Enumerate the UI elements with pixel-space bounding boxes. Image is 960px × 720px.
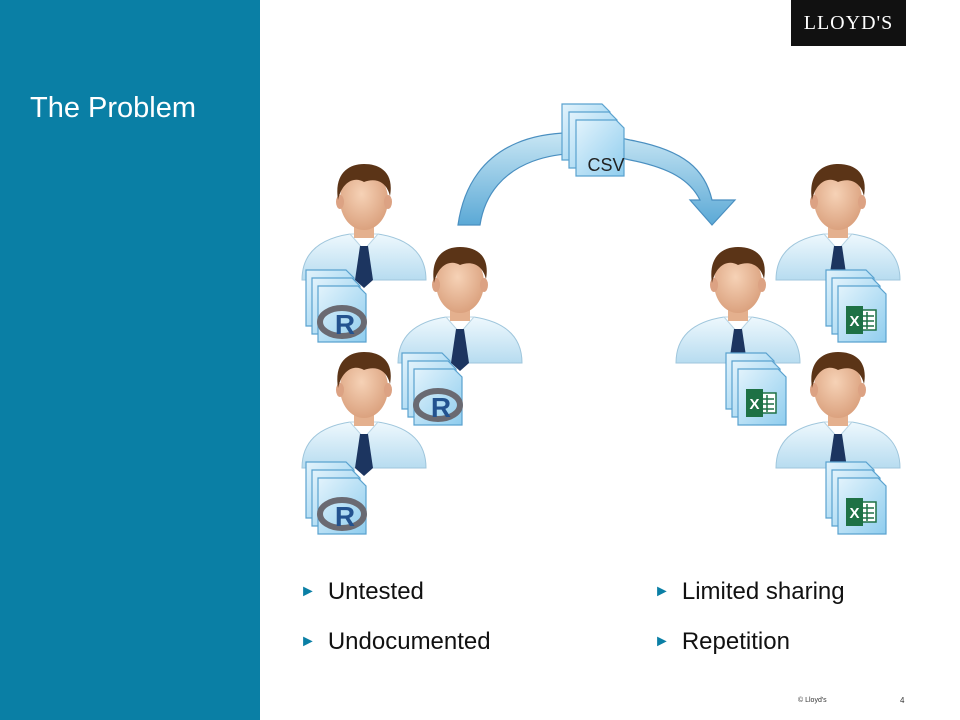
person-icon — [775, 351, 901, 477]
person-icon — [775, 163, 901, 289]
slide-title: The Problem — [30, 92, 197, 124]
excel-document-stack-icon — [826, 462, 886, 534]
logo-text: LLOYD'S — [803, 11, 894, 34]
bullet-untested: ►Untested — [300, 578, 424, 605]
bullet-arrow-icon: ► — [300, 633, 316, 650]
csv-document-stack-icon: CSV — [561, 103, 625, 177]
excel-user-1 — [775, 163, 901, 342]
bullet-undocumented: ►Undocumented — [300, 628, 491, 655]
page-number: 4 — [900, 696, 905, 705]
bullet-arrow-icon: ► — [654, 633, 670, 650]
curved-arrow-icon — [457, 132, 737, 226]
r-document-stack-icon — [306, 462, 366, 534]
excel-document-stack-icon — [826, 270, 886, 342]
copyright-text: © Lloyd's — [798, 697, 827, 704]
bullet-arrow-icon: ► — [300, 583, 316, 600]
sidebar-panel — [0, 0, 260, 720]
bullet-repetition: ►Repetition — [654, 628, 790, 655]
csv-label: CSV — [587, 155, 624, 175]
bullet-arrow-icon: ► — [654, 583, 670, 600]
bullet-limited-sharing: ►Limited sharing — [654, 578, 845, 605]
person-icon — [301, 163, 427, 289]
excel-user-3 — [775, 351, 901, 534]
r-user-1 — [301, 163, 427, 342]
lloyds-logo: LLOYD'S — [791, 0, 906, 46]
illustration: R X CSV — [301, 103, 901, 560]
excel-document-stack-icon — [726, 353, 786, 425]
